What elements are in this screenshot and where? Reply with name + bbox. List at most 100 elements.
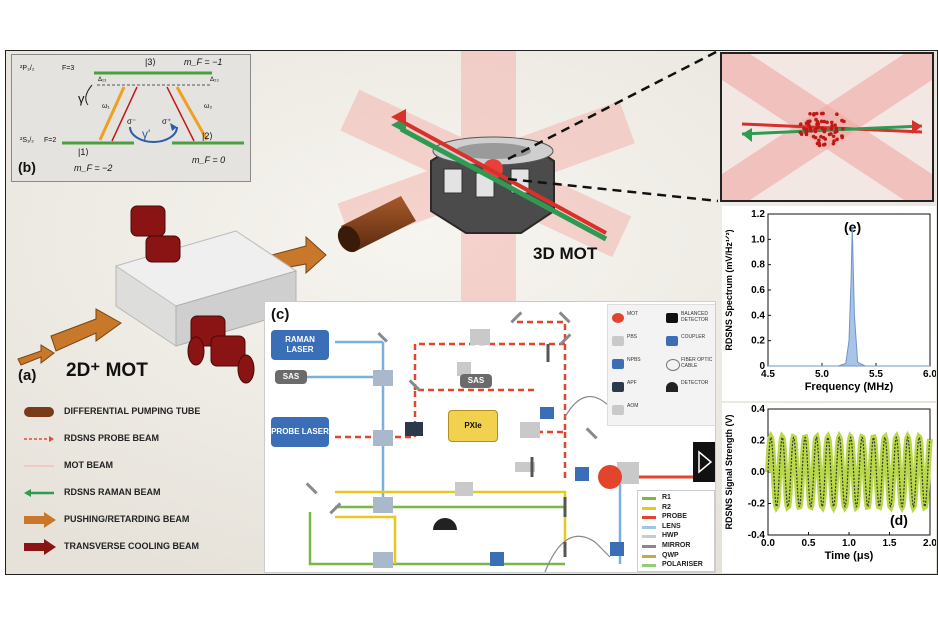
setup-legend-item: FIBER OPTIC CABLE <box>666 357 715 377</box>
panel-label-b: (b) <box>18 159 36 175</box>
x-tick-label: 0.5 <box>802 538 816 549</box>
y-tick-label: -0.2 <box>748 499 766 510</box>
atom-dot <box>821 135 826 140</box>
signal-trace <box>767 436 931 509</box>
gamma-label: γ <box>78 91 85 106</box>
setup-legend-item: AOM <box>612 403 664 423</box>
pbs-icon <box>612 336 624 346</box>
tube-icon <box>24 407 54 417</box>
transverse-cooling-beams <box>130 205 255 384</box>
probe-laser-box: PROBE LASER <box>271 417 329 447</box>
x-tick-label: 1.5 <box>883 538 897 549</box>
spectrum-peak <box>768 226 930 367</box>
atom-dot <box>814 126 819 130</box>
atom-dot <box>817 138 821 143</box>
setup-legend-label: PBS <box>627 334 638 340</box>
sas-box-right: SAS <box>460 374 492 388</box>
atom-cloud-closeup <box>722 54 932 200</box>
atom-dot <box>830 120 834 125</box>
setup-color-legend-item: POLARISER <box>642 561 712 570</box>
legend-swatch <box>642 516 656 520</box>
y-axis-label: RDSNS Spectrum (mV/Hz¹ᐟ²) <box>724 229 734 350</box>
setup-legend-item: BALANCED DETECTOR <box>666 311 715 331</box>
pushing-arrow-icon <box>24 512 56 528</box>
setup-color-legend-item: PROBE <box>642 513 712 522</box>
level-scheme-panel: ²P₃/₂ F=3 ²S₁/₂ F=2 |3⟩ m_F = −1 Δ₁₃ Δ₂₃… <box>11 54 251 182</box>
sigma-plus-label: σ⁺ <box>162 117 172 126</box>
lower-state-label: ²S₁/₂ <box>20 137 35 144</box>
upper-f-label: F=3 <box>62 65 75 72</box>
pxie-box: PXIe <box>448 410 498 442</box>
atom-dot <box>833 130 837 135</box>
setup-color-legend-label: POLARISER <box>662 561 703 569</box>
setup-color-legend-item: R2 <box>642 504 712 513</box>
atom-dot <box>807 123 811 127</box>
legend-a-item: TRANSVERSE COOLING BEAM <box>20 536 260 558</box>
sigma-minus-label: σ⁻ <box>127 117 137 126</box>
delta-right-label: Δ₂₃ <box>210 77 219 83</box>
atom-dot <box>832 139 836 143</box>
atom-dot <box>815 122 819 127</box>
x-tick-label: 5.0 <box>815 369 829 380</box>
optical-setup-panel: (c) RAMAN LASER SAS PROBE LASER SAS PXIe… <box>264 301 716 573</box>
transverse-arrow-icon <box>24 539 56 555</box>
atom-dot <box>829 127 834 131</box>
ket1-label: |1⟩ <box>78 147 89 157</box>
legend-a-label: RDSNS RAMAN BEAM <box>64 487 161 497</box>
setup-color-legend-item: R1 <box>642 494 712 503</box>
setup-legend-label: DETECTOR <box>681 380 709 386</box>
panel-label-d: (d) <box>890 512 908 528</box>
x-tick-label: 2.0 <box>923 538 936 549</box>
setup-legend-item: APF <box>612 380 664 400</box>
atom-dot <box>827 132 832 137</box>
atom-dot <box>822 119 827 124</box>
y-tick-label: 0 <box>759 361 765 372</box>
gamma-prime-label: γ' <box>142 127 151 141</box>
atom-dot <box>798 122 803 127</box>
setup-color-legend-item: HWP <box>642 532 712 541</box>
atom-dot <box>840 135 845 140</box>
legend-a-item: PUSHING/RETARDING BEAM <box>20 509 260 531</box>
atom-dot <box>804 127 809 132</box>
setup-legend-label: APF <box>627 380 637 386</box>
mf-right-label: m_F = 0 <box>192 155 226 165</box>
y-tick-label: 1.0 <box>751 234 765 245</box>
setup-legend-label: NPBS <box>627 357 641 363</box>
y-tick-label: 0.0 <box>751 467 765 478</box>
mot-chamber <box>430 136 555 234</box>
y-tick-label: 0.4 <box>751 310 765 321</box>
raman-beam-icon <box>24 489 54 497</box>
atom-dot <box>819 119 824 124</box>
legend-a-item: DIFFERENTIAL PUMPING TUBE <box>20 401 260 423</box>
atom-dot <box>814 117 818 122</box>
setup-legend-item: MOT <box>612 311 664 331</box>
atom-dot <box>819 111 824 116</box>
mot2d-label: 2D⁺ MOT <box>66 360 148 381</box>
legend-swatch <box>642 497 656 500</box>
setup-legend-label: MOT <box>627 311 639 317</box>
detector-icon <box>666 382 678 392</box>
setup-legend-label: COUPLER <box>681 334 706 340</box>
atom-dot <box>806 119 810 124</box>
aom-icon <box>612 405 624 415</box>
setup-legend-label: AOM <box>627 403 639 409</box>
atom-dot <box>812 111 816 116</box>
atom-dot <box>808 127 813 132</box>
level-diagram <box>62 71 244 145</box>
legend-a-label: PUSHING/RETARDING BEAM <box>64 514 190 524</box>
x-axis-label: Time (μs) <box>825 550 874 562</box>
y-tick-label: -0.4 <box>748 530 766 541</box>
setup-color-legend-item: QWP <box>642 552 712 561</box>
mf-left-label: m_F = −2 <box>74 163 113 173</box>
atom-dot <box>813 129 818 134</box>
setup-color-legend-item: LENS <box>642 523 712 532</box>
atom-dot <box>831 134 836 139</box>
setup-legend-item: DETECTOR <box>666 380 715 400</box>
raman-laser-box: RAMAN LASER <box>271 330 329 360</box>
legend-swatch <box>642 535 656 539</box>
omega1-label: ω₁ <box>102 103 110 110</box>
